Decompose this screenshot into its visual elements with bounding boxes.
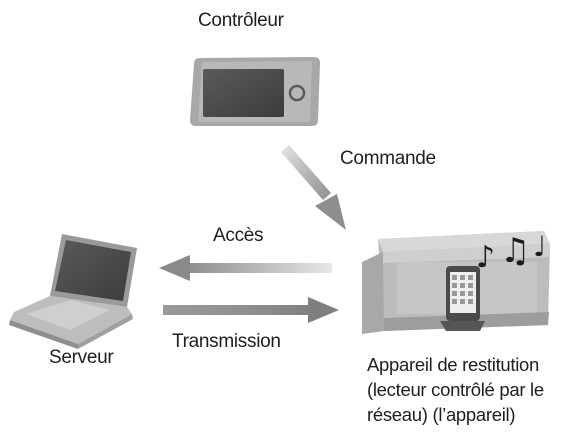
tablet-remote-icon (190, 57, 320, 126)
player-label-line-3: réseau) (l’appareil) (367, 404, 516, 425)
player-label: Appareil de restitution (lecteur contrôl… (367, 352, 544, 427)
speaker-dock-icon (362, 231, 550, 334)
laptop-icon (9, 234, 137, 349)
transmission-arrow (163, 297, 339, 323)
music-note-1: ♪ (476, 240, 495, 275)
command-label: Commande (340, 148, 436, 169)
transmission-label: Transmission (172, 331, 281, 352)
server-label: Serveur (49, 347, 114, 368)
access-arrow (159, 255, 332, 281)
player-label-line-2: (lecteur contrôlé par le (367, 379, 544, 400)
command-arrow (281, 145, 346, 230)
music-note-2: ♫ (500, 231, 530, 271)
music-notes-icon: ♪ ♫ ♩ (476, 230, 546, 275)
music-note-3: ♩ (533, 230, 546, 263)
controller-label: Contrôleur (198, 10, 284, 31)
player-label-line-1: Appareil de restitution (367, 354, 540, 375)
access-label: Accès (213, 225, 264, 246)
